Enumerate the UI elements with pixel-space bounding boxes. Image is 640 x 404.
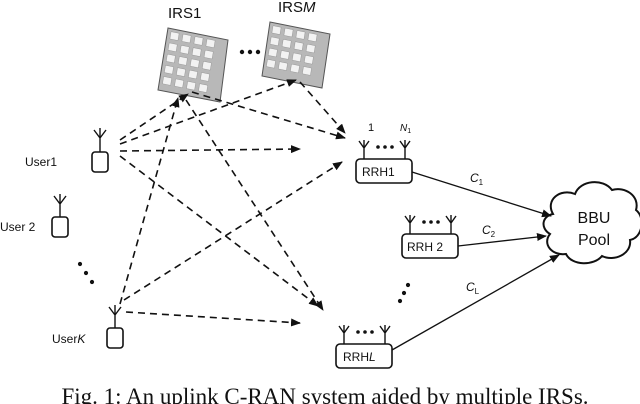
bbu-pool-cloud <box>542 181 640 265</box>
fronthaul-links <box>391 171 560 351</box>
c1-label: C1 <box>470 171 484 187</box>
user-k-label: UserK <box>52 332 86 346</box>
rrh-2-label: RRH 2 <box>407 240 443 254</box>
link-userk-rrhl <box>125 311 301 327</box>
bbu-label: BBU <box>578 210 611 227</box>
rrh-2 <box>401 215 459 259</box>
c2-label: C2 <box>482 223 496 239</box>
user-1-label: User1 <box>25 155 57 169</box>
rrh-ellipsis <box>397 282 411 304</box>
wireless-links <box>119 79 346 327</box>
irs-1-label: IRS1 <box>168 5 201 22</box>
link-user1-irs1 <box>119 93 189 141</box>
fronthaul-rrh2 <box>457 233 547 247</box>
fronthaul-rrhl <box>391 254 560 351</box>
link-irs1-rrhl <box>185 99 324 311</box>
link-userk-irs1 <box>119 97 180 305</box>
rrh-1-antenna-last-label: N1 <box>400 123 411 135</box>
link-irs1-rrh1 <box>191 91 346 140</box>
rrh-1 <box>355 140 413 184</box>
link-user1-rrhl <box>119 155 319 307</box>
irs-ellipsis <box>239 49 261 55</box>
user-ellipsis <box>77 261 95 285</box>
link-irsm-rrh1 <box>299 81 346 134</box>
irs-m-label: IRSM <box>278 0 316 16</box>
link-user1-irsm <box>119 79 297 145</box>
user-2-device <box>51 194 69 238</box>
rrh-1-antenna-first-label: 1 <box>368 122 374 134</box>
link-userk-rrh1 <box>123 161 343 301</box>
fronthaul-rrh1 <box>411 171 552 218</box>
user-1-device <box>91 128 109 173</box>
link-user1-rrh1 <box>119 145 301 154</box>
rrh-1-label: RRH1 <box>362 165 395 179</box>
rrh-l-label: RRHL <box>343 350 376 364</box>
user-k-device <box>106 305 124 349</box>
irs-m-panel <box>261 21 331 89</box>
figure-caption: Fig. 1: An uplink C-RAN system aided by … <box>61 384 588 404</box>
cl-label: CL <box>466 280 480 296</box>
pool-label: Pool <box>578 232 610 249</box>
user-2-label: User 2 <box>0 220 36 234</box>
irs-1-panel <box>157 27 229 103</box>
rrh-l <box>335 325 393 369</box>
